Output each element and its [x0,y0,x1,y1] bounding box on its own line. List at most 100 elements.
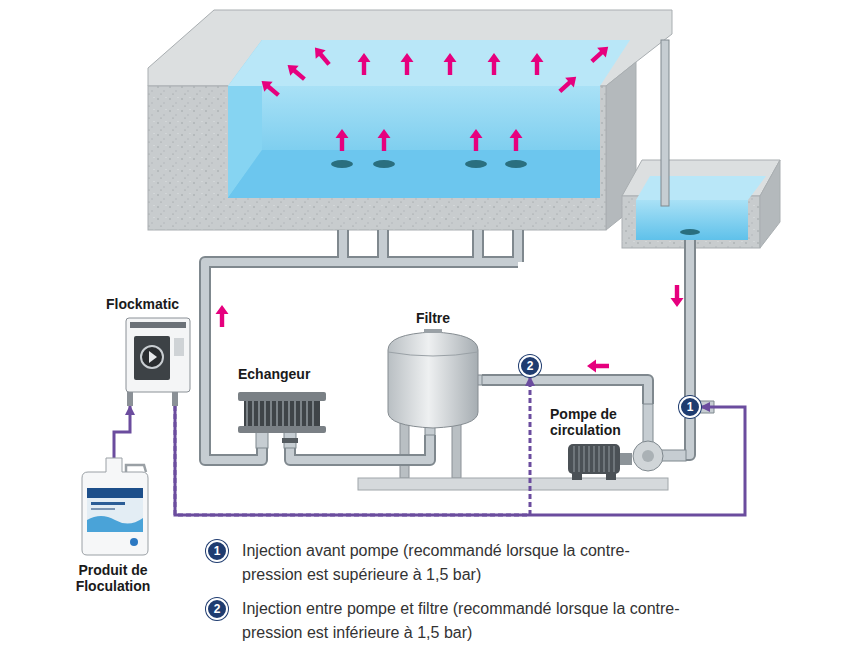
dosing-pump-figure [126,318,190,392]
pool-basin [465,160,487,168]
circulation-pump-figure [633,441,663,471]
chemical-canister-figure [87,488,143,498]
heat-exchanger-figure [282,438,298,443]
flow-arrow [283,60,308,84]
pool-basin [148,10,672,86]
chemical-canister-figure [126,465,146,472]
sand-filter-figure [388,332,478,428]
dosing-pump: Flockmatic [100,294,200,406]
circulation-pump-figure [642,450,654,462]
chemical-canister-figure [87,488,143,532]
flow-arrow [510,129,523,151]
pipe [686,418,690,455]
flow-arrow [488,53,501,75]
pipe [290,435,430,460]
flow-arrow [587,42,612,66]
callout-number: 1 [679,396,701,418]
pool-basin [148,86,606,230]
pool-basin [148,10,672,230]
balance-tank [636,200,748,240]
heat-exchanger-figure [238,392,326,401]
heat-exchanger: Echangeur [232,364,332,448]
dosing-pump-figure [134,336,170,380]
dosing-line [114,406,130,458]
sand-filter-figure [384,308,482,435]
note-text: Injection entre pompe et filtre (recomma… [242,597,687,645]
balance-tank [680,229,700,235]
circulation-pump-figure [573,446,616,472]
flow-arrow [587,360,609,373]
circulation-pump-figure [643,404,653,444]
flow-arrow [470,129,483,151]
flow-arrow [336,129,349,151]
pipe-core [290,435,430,460]
heat-exchanger-figure [246,401,318,426]
flow-arrow [358,53,371,75]
sand-filter-figure [424,329,442,333]
dosing-pump-figure [149,351,157,363]
label-slot: Injection avant pompe (recommandé lorsqu… [242,539,687,587]
balance-tank [661,40,669,206]
heat-exchanger-figure [244,401,320,426]
chemical-canister-figure [91,502,125,505]
dosing-pump-figure [141,346,163,368]
flow-arrow [671,285,684,307]
component-label: Pompe de circulation [550,406,636,438]
flow-arrow [378,129,391,151]
flow-arrow [216,305,229,327]
balance-tank [622,40,780,248]
equipment-base [452,420,461,478]
callout-number: 1 [206,540,228,562]
flow-arrow [401,53,414,75]
dosing-pump-figure [172,392,178,406]
circulation-pump-figure [620,453,632,465]
label-slot: 1 [206,540,228,562]
flow-arrow [310,43,334,68]
pipe [290,377,690,460]
circulation-pump-figure [572,472,582,480]
flow-arrow [216,42,684,373]
callout-number: 1 [681,398,699,416]
component-label: Flockmatic [106,296,200,312]
pool-basin [228,150,600,198]
heat-exchanger-figure [238,426,326,433]
pipe-core [530,377,648,404]
callout-number: 2 [519,355,541,377]
pipework [205,230,714,460]
chemical-canister-figure [130,538,138,546]
pool-basin [228,86,600,198]
balance-tank [636,176,766,200]
label-slot: 2 [206,598,228,620]
chemical-canister: Produit de Floculation [60,458,166,600]
pool-basin [373,160,395,168]
circulation-pump-figure [568,444,620,474]
dosing-pump-figure [130,322,186,328]
sand-filter-figure [388,352,478,356]
circulation-pump: Pompe de circulation [546,404,686,480]
component-label: Filtre [384,310,482,326]
pool-basin [331,160,353,168]
flow-arrow [531,53,544,75]
circulation-pump-figure [606,472,616,480]
pipe-core [482,377,530,380]
flow-arrow [555,72,580,96]
sand-filter: Filtre [384,308,482,435]
flow-arrow [257,76,282,100]
chemical-canister-figure [87,516,143,532]
heat-exchanger-figure [256,432,268,448]
pipe-core [290,377,690,460]
callout-number: 2 [521,357,539,375]
note-text: Injection avant pompe (recommandé lorsqu… [242,539,687,587]
pool-basin [505,160,527,168]
pipe [530,377,648,404]
equipment-base [400,420,409,478]
pipework [205,230,690,460]
chemical-canister-figure [91,508,115,510]
flow-arrow [444,53,457,75]
pipe [482,377,530,380]
equipment-base [358,478,668,490]
dosing-pump-figure [127,392,133,406]
component-label: Echangeur [238,366,332,382]
callout-number: 2 [206,598,228,620]
